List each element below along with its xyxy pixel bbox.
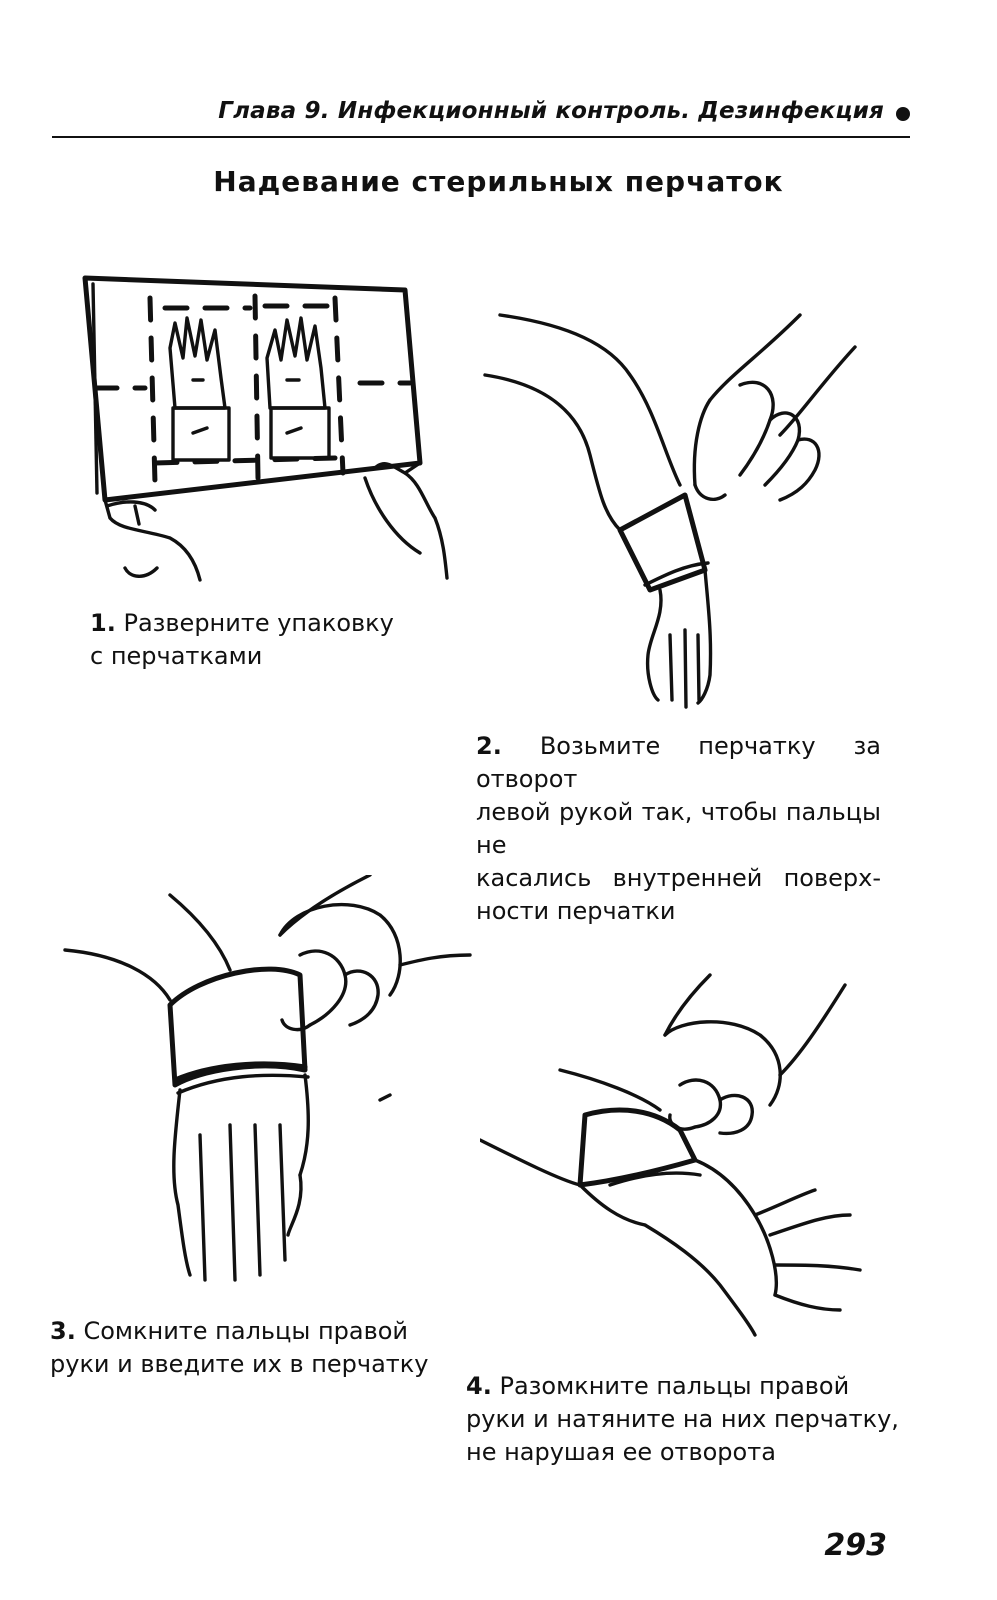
step-1-line-1: Разверните упаковку	[123, 609, 394, 637]
caption-step-1: 1. Разверните упаковку с перчатками	[90, 607, 394, 673]
step-4-line-2: руки и натяните на них перчатку,	[466, 1405, 899, 1433]
step-1-number: 1.	[90, 609, 116, 637]
header-bullet-dot	[896, 107, 910, 121]
step-2-line-2: левой рукой так, чтобы пальцы не	[476, 798, 881, 859]
step-4-line-3: не нарушая ее отворота	[466, 1438, 776, 1466]
insert-fingers-illustration	[63, 875, 472, 1282]
figure-step-4-pull-glove	[480, 965, 900, 1345]
step-4-number: 4.	[466, 1372, 492, 1400]
step-2-number: 2.	[476, 732, 502, 760]
step-2-line-1: Возьмите перчатку за отворот	[476, 732, 881, 793]
step-3-number: 3.	[50, 1317, 76, 1345]
figure-step-1-open-package	[75, 268, 455, 588]
step-3-line-2: руки и введите их в перчатку	[50, 1350, 429, 1378]
header-rule	[52, 136, 910, 138]
step-3-line-1: Сомкните пальцы правой	[83, 1317, 409, 1345]
step-2-line-3: касались внутренней поверх-	[476, 864, 881, 892]
figure-step-2-hold-cuff	[480, 305, 860, 715]
hold-cuff-illustration	[483, 313, 857, 709]
figure-step-3-insert-fingers	[60, 875, 480, 1295]
pull-glove-illustration	[480, 973, 862, 1337]
running-header: Глава 9. Инфекционный контроль. Дезинфек…	[52, 98, 910, 124]
caption-step-2: 2. Возьмите перчатку за отворот левой ру…	[476, 730, 881, 928]
page-number: 293	[824, 1528, 887, 1563]
package-illustration	[82, 275, 449, 582]
step-4-line-1: Разомкните пальцы правой	[499, 1372, 850, 1400]
caption-step-4: 4. Разомкните пальцы правой руки и натян…	[466, 1370, 899, 1469]
step-1-line-2: с перчатками	[90, 642, 263, 670]
page-title: Надевание стерильных перчаток	[213, 165, 784, 198]
step-2-line-4: ности перчатки	[476, 897, 676, 925]
caption-step-3: 3. Сомкните пальцы правой руки и введите…	[50, 1315, 428, 1381]
chapter-title: Глава 9. Инфекционный контроль. Дезинфек…	[218, 98, 884, 124]
